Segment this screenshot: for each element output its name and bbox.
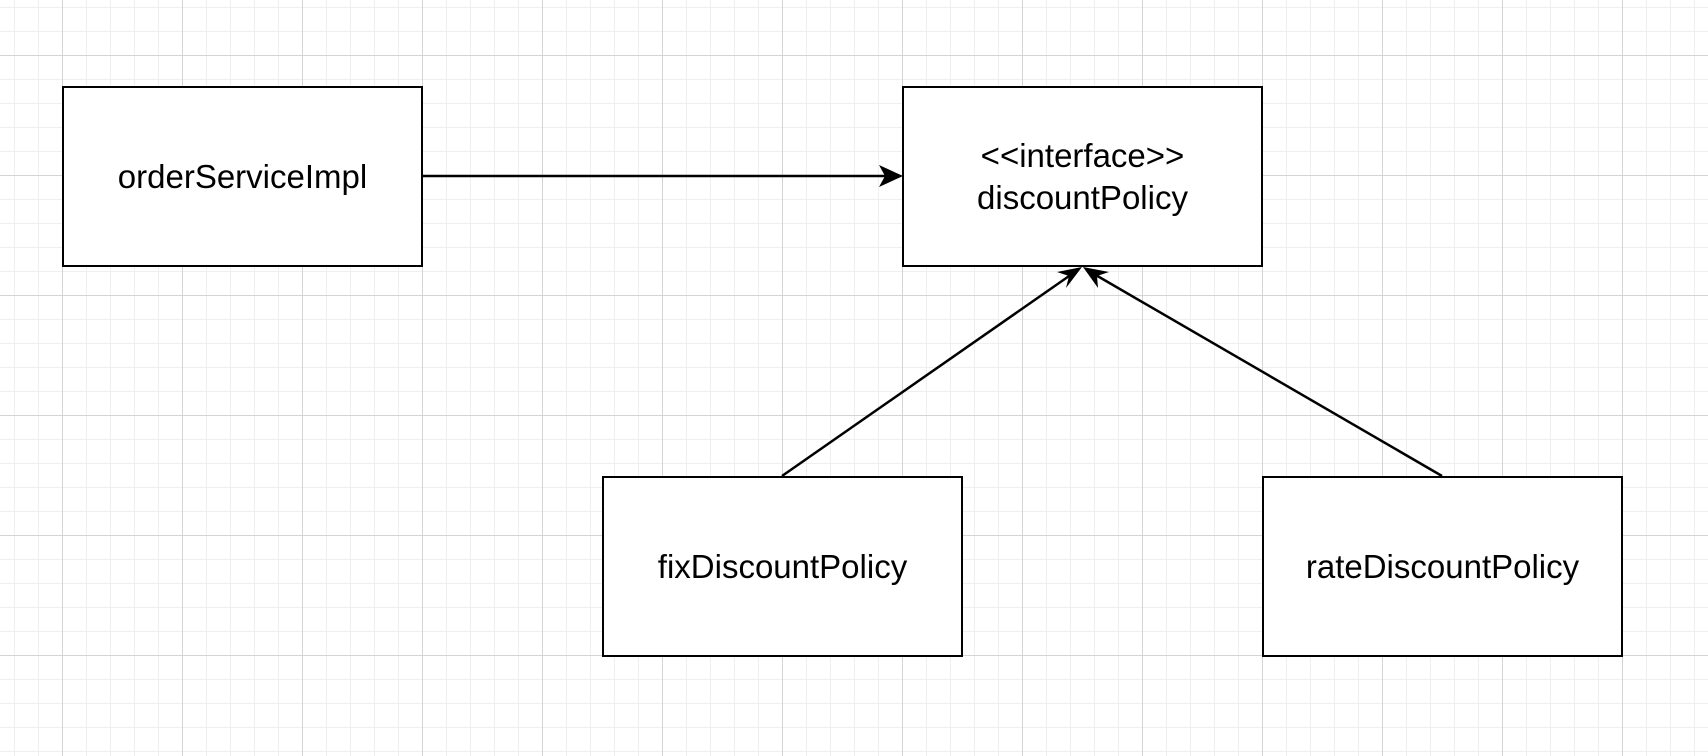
class-name-order-service-impl: orderServiceImpl	[117, 157, 368, 195]
class-name-rate-discount-policy: rateDiscountPolicy	[1305, 547, 1580, 585]
class-box-fix-discount-policy[interactable]: fixDiscountPolicy	[602, 476, 963, 657]
arrowhead-fix	[1057, 267, 1082, 288]
class-name-fix-discount-policy: fixDiscountPolicy	[657, 547, 908, 585]
arrowhead-order	[879, 165, 903, 187]
edge-fix-to-interface[interactable]	[781, 272, 1073, 478]
arrowhead-rate	[1083, 267, 1109, 288]
edge-rate-to-interface[interactable]	[1093, 272, 1443, 478]
interface-name-discount-policy: discountPolicy	[977, 178, 1188, 216]
class-box-rate-discount-policy[interactable]: rateDiscountPolicy	[1262, 476, 1623, 657]
class-box-order-service-impl[interactable]: orderServiceImpl	[62, 86, 423, 267]
interface-box-discount-policy[interactable]: <<interface>> discountPolicy	[902, 86, 1263, 267]
interface-stereotype: <<interface>>	[980, 136, 1185, 174]
